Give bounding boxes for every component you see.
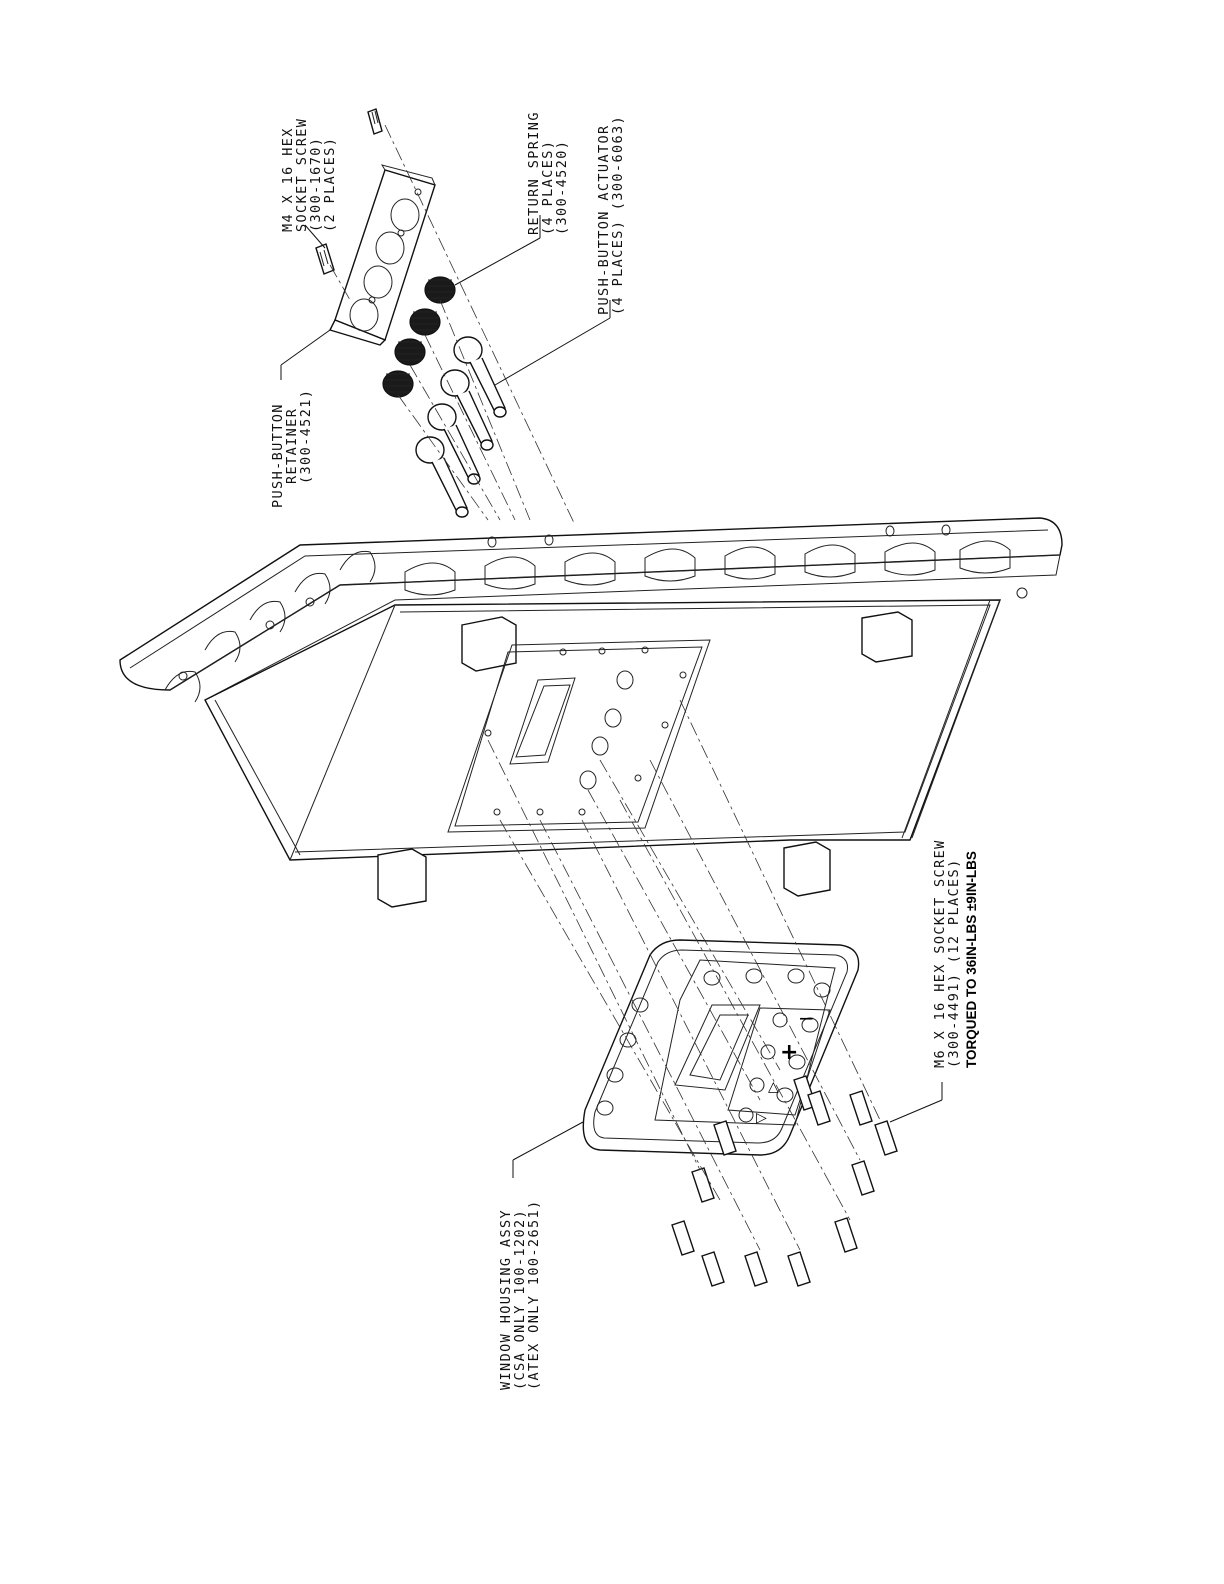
return-spring-line-1: RETURN SPRING bbox=[526, 111, 542, 235]
callout-m4-screw: M4 X 16 HEX SOCKET SCREW (300-1670) (2 P… bbox=[280, 118, 338, 232]
window-housing-line-2: (CSA ONLY 100-1202) bbox=[512, 1209, 528, 1390]
m6-screw-line-1: M6 X 16 HEX SOCKET SCREW bbox=[932, 839, 948, 1068]
enclosure-body bbox=[119, 517, 1063, 908]
return-spring-4 bbox=[382, 370, 414, 398]
actuator-line-2: (4 PLACES) (300-6063) bbox=[610, 115, 626, 315]
retainer-line-3: (300-4521) bbox=[298, 389, 314, 484]
push-button-actuator-1 bbox=[453, 336, 507, 418]
return-spring-group bbox=[382, 276, 456, 398]
m6-screw-12 bbox=[787, 1251, 811, 1287]
m4-screw-line-1: M4 X 16 HEX bbox=[280, 127, 296, 232]
callout-return-spring: RETURN SPRING (4 PLACES) (300-4520) bbox=[526, 111, 570, 235]
retainer-line-1: PUSH-BUTTON bbox=[270, 403, 286, 508]
window-housing-assy: − + △ ▷ bbox=[582, 939, 860, 1156]
m6-screw-7 bbox=[691, 1167, 715, 1203]
m6-screw-torque-note: TORQUED TO 36IN-LBS ±9IN-LBS bbox=[964, 851, 979, 1068]
push-button-actuator-4 bbox=[415, 436, 469, 518]
return-spring-1 bbox=[424, 276, 456, 304]
m4-screw-top bbox=[367, 108, 383, 135]
return-spring-line-2: (4 PLACES) bbox=[540, 140, 556, 235]
callout-window-housing: WINDOW HOUSING ASSY (CSA ONLY 100-1202) … bbox=[498, 1199, 542, 1390]
keypad-right-symbol: ▷ bbox=[756, 1110, 767, 1126]
m6-screw-9 bbox=[671, 1220, 695, 1256]
m4-screw-line-4: (2 PLACES) bbox=[322, 137, 338, 232]
m6-screw-11 bbox=[744, 1251, 768, 1287]
window-housing-line-1: WINDOW HOUSING ASSY bbox=[498, 1209, 514, 1390]
m6-screw-3 bbox=[849, 1090, 873, 1126]
return-spring-line-3: (300-4520) bbox=[554, 140, 570, 235]
m6-screw-5 bbox=[713, 1120, 737, 1156]
m4-screw-side bbox=[315, 243, 335, 275]
push-button-actuator-group bbox=[415, 336, 507, 518]
window-housing-line-3: (ATEX ONLY 100-2651) bbox=[526, 1199, 542, 1390]
return-spring-2 bbox=[409, 308, 441, 336]
m6-screw-6 bbox=[851, 1160, 875, 1196]
keypad-up-symbol: △ bbox=[768, 1079, 779, 1095]
push-button-retainer bbox=[329, 164, 436, 346]
m4-screw-line-3: (300-1670) bbox=[308, 137, 324, 232]
m6-screw-8 bbox=[834, 1217, 858, 1253]
keypad-minus-symbol: − bbox=[798, 1006, 815, 1030]
m6-screw-10 bbox=[701, 1251, 725, 1287]
callout-m6-screw: M6 X 16 HEX SOCKET SCREW (300-4491) (12 … bbox=[932, 839, 979, 1068]
assembly-centerlines bbox=[329, 124, 881, 1251]
callout-leaders bbox=[280, 215, 943, 1178]
retainer-line-2: RETAINER bbox=[284, 408, 300, 484]
m6-screw-2 bbox=[807, 1090, 831, 1126]
m6-screw-group bbox=[671, 1075, 898, 1287]
keypad-plus-symbol: + bbox=[780, 1040, 798, 1065]
m6-screw-line-2: (300-4491) (12 PLACES) bbox=[946, 858, 962, 1068]
actuator-line-1: PUSH-BUTTON ACTUATOR bbox=[596, 124, 612, 315]
m4-screw-line-2: SOCKET SCREW bbox=[294, 118, 310, 232]
callout-retainer: PUSH-BUTTON RETAINER (300-4521) bbox=[270, 389, 314, 508]
return-spring-3 bbox=[394, 338, 426, 366]
m6-screw-4 bbox=[874, 1120, 898, 1156]
push-button-actuator-2 bbox=[440, 369, 494, 451]
callout-actuator: PUSH-BUTTON ACTUATOR (4 PLACES) (300-606… bbox=[596, 115, 626, 315]
